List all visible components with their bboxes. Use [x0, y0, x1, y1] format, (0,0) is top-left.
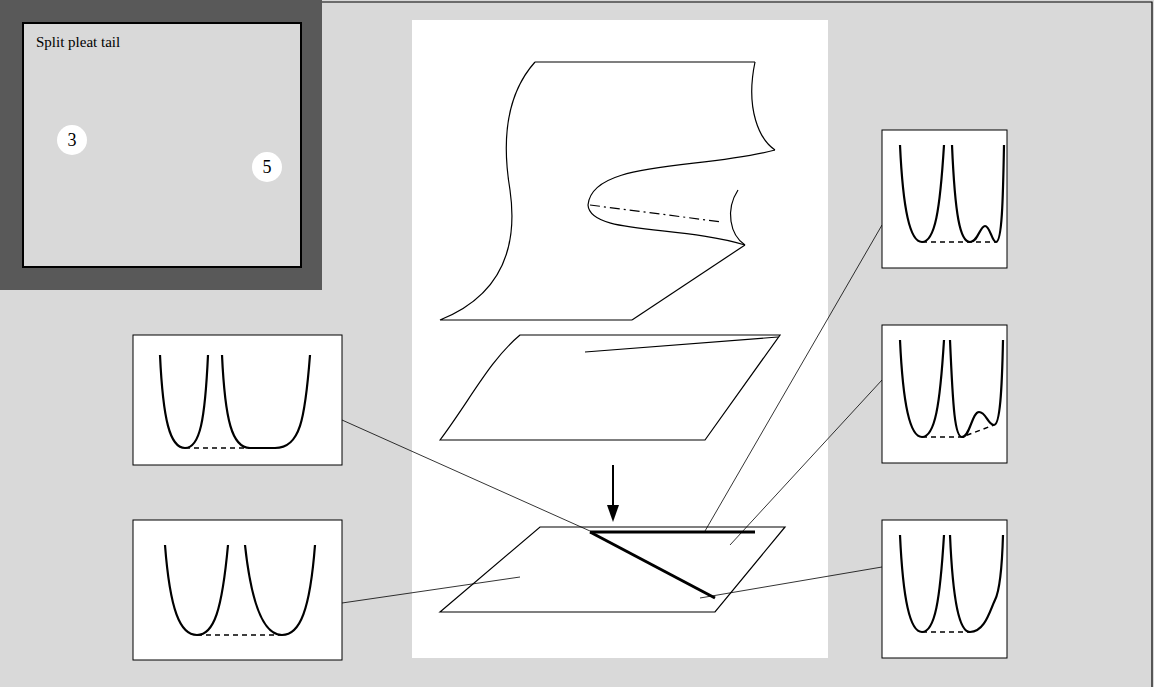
figure-panel: [412, 20, 828, 658]
leader-lines: [342, 225, 882, 603]
page-border: [322, 2, 1152, 687]
surfaces: [440, 62, 785, 612]
inset-ground: [22, 22, 302, 268]
callout-circle: 3: [57, 125, 87, 155]
inset-title: Split pleat tail: [36, 34, 288, 51]
inset-box: Split pleat tail 3 5: [22, 22, 302, 268]
inset-frame: [0, 0, 322, 290]
energy-levels: [185, 242, 996, 635]
callout-number: 5: [263, 157, 272, 178]
callout-circle: 5: [252, 152, 282, 182]
callout-number: 3: [68, 130, 77, 151]
